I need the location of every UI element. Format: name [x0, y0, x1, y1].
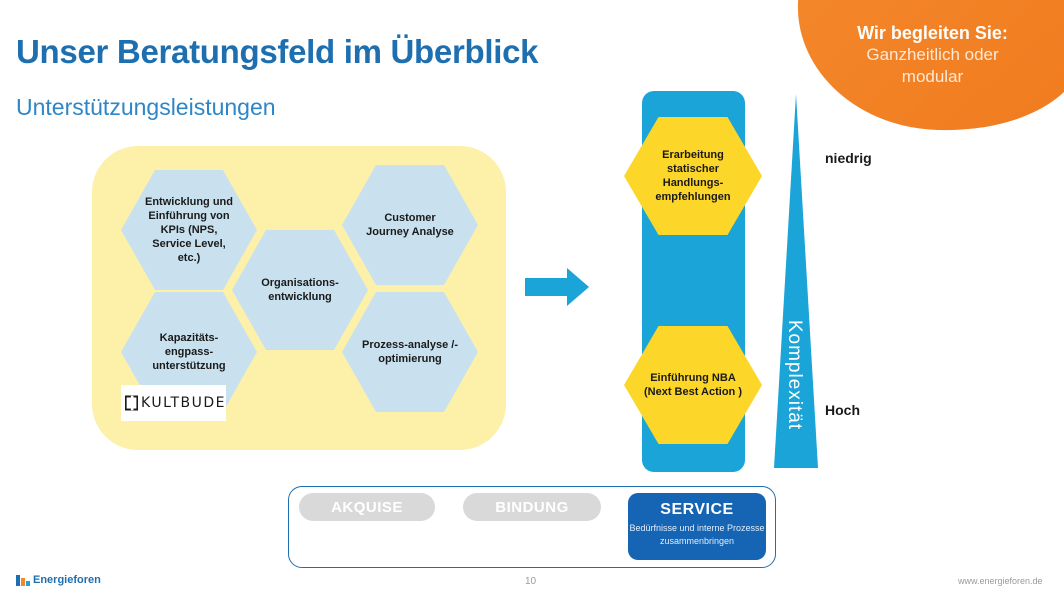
badge: Wir begleiten Sie: Ganzheitlich oder mod… [840, 23, 1025, 88]
phase-service-label: SERVICE [660, 501, 734, 518]
footer-logo: Energieforen [16, 574, 101, 586]
hexagon-kpi-label: Entwicklung und Einführung von KPIs (NPS… [145, 196, 233, 264]
hexagon-nba-label: Einführung NBA (Next Best Action ) [644, 372, 742, 398]
phase-bindung: BINDUNG [463, 493, 601, 521]
hexagon-customer-journey-label: Customer Journey Analyse [366, 212, 454, 238]
slide-subtitle: Unterstützungsleistungen [16, 94, 276, 120]
footer-brand: Energieforen [33, 574, 101, 586]
complexity-low-label: niedrig [825, 150, 872, 166]
page-number: 10 [525, 576, 537, 587]
hexagon-capacity-label: Kapazitäts-engpass-unterstützung [152, 332, 226, 372]
hexagon-recommendations-label: Erarbeitung statischer Handlungs-empfehl… [655, 149, 731, 203]
phase-box [288, 486, 776, 568]
complexity-high-label: Hoch [825, 402, 860, 418]
partner-logo: KULTBUDE [121, 385, 226, 421]
complexity-axis-label: Komplexität [784, 319, 805, 431]
badge-heading: Wir begleiten Sie: [857, 23, 1008, 43]
partner-logo-mark-icon [125, 395, 139, 411]
slide-title: Unser Beratungsfeld im Überblick [16, 33, 539, 70]
badge-text: Ganzheitlich oder modular [866, 45, 999, 86]
hexagon-kpi: Entwicklung und Einführung von KPIs (NPS… [121, 170, 257, 290]
hexagon-process-label: Prozess-analyse /-optimierung [362, 339, 458, 365]
brand-bars-icon [16, 574, 30, 586]
complexity-wedge [774, 94, 818, 468]
footer-website[interactable]: www.energieforen.de [958, 576, 1043, 586]
hexagon-organisation-label: Organisations-entwicklung [261, 277, 339, 303]
right-arrow-icon [525, 268, 589, 306]
phase-service: SERVICE Bedürfnisse und interne Prozesse… [628, 493, 766, 560]
phase-service-description: Bedürfnisse und interne Prozesse zusamme… [629, 523, 765, 546]
partner-logo-text: KULTBUDE [141, 395, 226, 411]
hexagon-recommendations: Erarbeitung statischer Handlungs-empfehl… [624, 117, 762, 235]
phase-akquise: AKQUISE [299, 493, 435, 521]
